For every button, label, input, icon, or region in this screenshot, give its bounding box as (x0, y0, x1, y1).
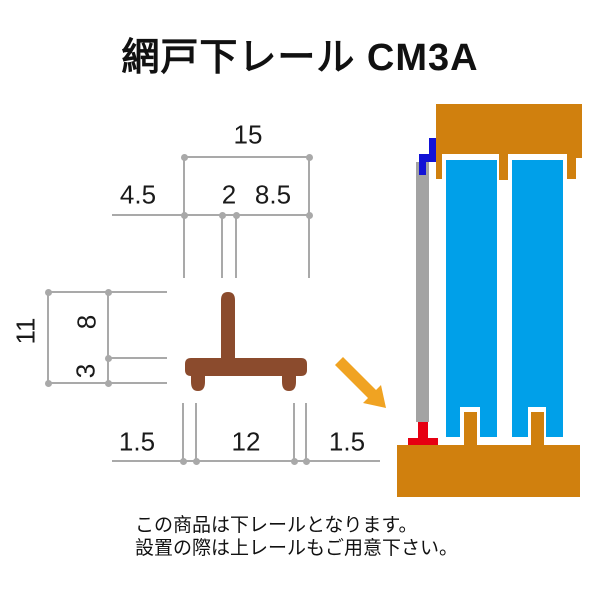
caption-line-2: 設置の際は上レールもご用意下さい。 (135, 538, 459, 559)
screen-door-top-hook (419, 162, 426, 175)
glass-panel-left (446, 160, 497, 437)
dimension-line (112, 460, 380, 462)
top-rail-tab-left (436, 154, 442, 179)
dimension-dot (306, 212, 313, 219)
dimension-line (112, 214, 309, 216)
dimension-dot (105, 355, 112, 362)
dimension-dot (181, 154, 188, 161)
dimension-line (107, 357, 167, 359)
dimension-dot (45, 380, 52, 387)
top-rail-tab-right (567, 154, 576, 179)
dimension-dot (306, 154, 313, 161)
screen-door-frame-bar (416, 162, 429, 422)
bottom-rail-tab-right (531, 412, 544, 445)
dimension-dot (181, 212, 188, 219)
top-frame (436, 104, 582, 154)
caption-line-1: この商品は下レールとなります。 (135, 515, 418, 536)
bottom-rail-tab-left (464, 412, 477, 445)
dimension-dot (291, 458, 298, 465)
dim-label-left-offset: 4.5 (119, 179, 157, 210)
dimension-dot (219, 212, 226, 219)
dim-label-bottom-left: 1.5 (118, 426, 156, 457)
dim-label-top-width: 15 (233, 119, 263, 150)
bottom-sill (397, 445, 580, 497)
dimension-dot (105, 289, 112, 296)
dimension-line (195, 403, 197, 461)
screen-door-top-hook (419, 154, 436, 162)
dim-label-bottom-right: 1.5 (328, 426, 366, 457)
dimension-line (184, 156, 309, 158)
dimension-dot (45, 289, 52, 296)
dimension-dot (303, 458, 310, 465)
dim-label-bottom-span: 12 (231, 426, 261, 457)
dimension-line (293, 403, 295, 461)
dimension-line (235, 215, 237, 278)
product-rail-stem-highlight (418, 422, 428, 438)
page-title: 網戸下レール CM3A (121, 37, 479, 79)
top-rail-tab-middle (499, 154, 508, 180)
dim-label-stem-width: 2 (221, 179, 237, 210)
dimension-line (182, 403, 184, 461)
dimension-dot (105, 380, 112, 387)
dimension-dot (180, 458, 187, 465)
dimension-dot (233, 212, 240, 219)
screen-door-top-hook (429, 138, 436, 162)
dimension-line (221, 215, 223, 278)
dimension-line (107, 292, 109, 383)
dimension-line (305, 403, 307, 461)
top-frame-lip (576, 154, 582, 158)
glass-panel-right (512, 160, 563, 437)
dim-label-right-offset: 8.5 (254, 179, 292, 210)
product-rail-base-highlight (408, 438, 438, 445)
dimension-line (47, 292, 49, 383)
dimension-dot (193, 458, 200, 465)
caption: この商品は下レールとなります。 設置の際は上レールもご用意下さい。 (135, 514, 458, 560)
